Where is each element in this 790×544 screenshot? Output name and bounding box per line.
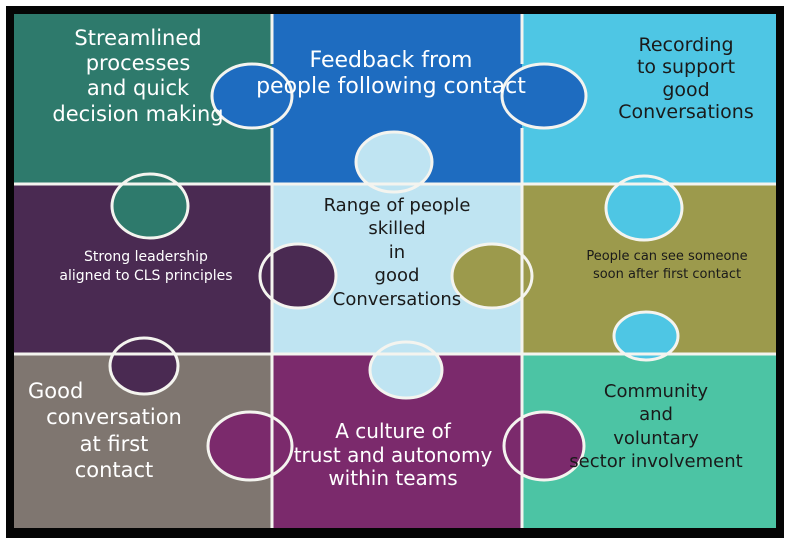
label-top-left: Streamlined processes and quick decision… bbox=[52, 26, 224, 126]
label-middle-right: People can see someone soon after first … bbox=[586, 249, 748, 283]
tab-center-up bbox=[354, 130, 434, 194]
label-top-right: Recording to support good Conversations bbox=[618, 34, 754, 124]
tab-top-middle-left bbox=[210, 62, 294, 130]
label-bottom-middle: A culture of trust and autonomy within t… bbox=[293, 419, 493, 491]
label-middle-left: Strong leadership aligned to CLS princip… bbox=[59, 249, 233, 284]
tab-bottom-middle-right bbox=[502, 410, 586, 482]
label-bottom-right: Community and voluntary sector involveme… bbox=[569, 381, 743, 473]
tab-middle-right-left bbox=[450, 242, 534, 310]
tab-middle-left-right bbox=[258, 242, 338, 310]
puzzle-seams bbox=[14, 14, 776, 528]
tab-top-right-down bbox=[604, 174, 684, 242]
label-top-middle: Feedback from people following contact bbox=[256, 48, 526, 99]
tab-top-middle-right bbox=[500, 62, 588, 130]
puzzle-graphic bbox=[14, 14, 776, 528]
tab-middle-right-down bbox=[612, 310, 680, 362]
label-bottom-left: Good conversation at first contact bbox=[28, 379, 182, 482]
tab-middle-left-down bbox=[108, 336, 180, 396]
tab-top-left-down bbox=[110, 172, 190, 240]
tab-center-down bbox=[368, 340, 444, 400]
label-center: Range of people skilled in good Conversa… bbox=[323, 195, 471, 310]
